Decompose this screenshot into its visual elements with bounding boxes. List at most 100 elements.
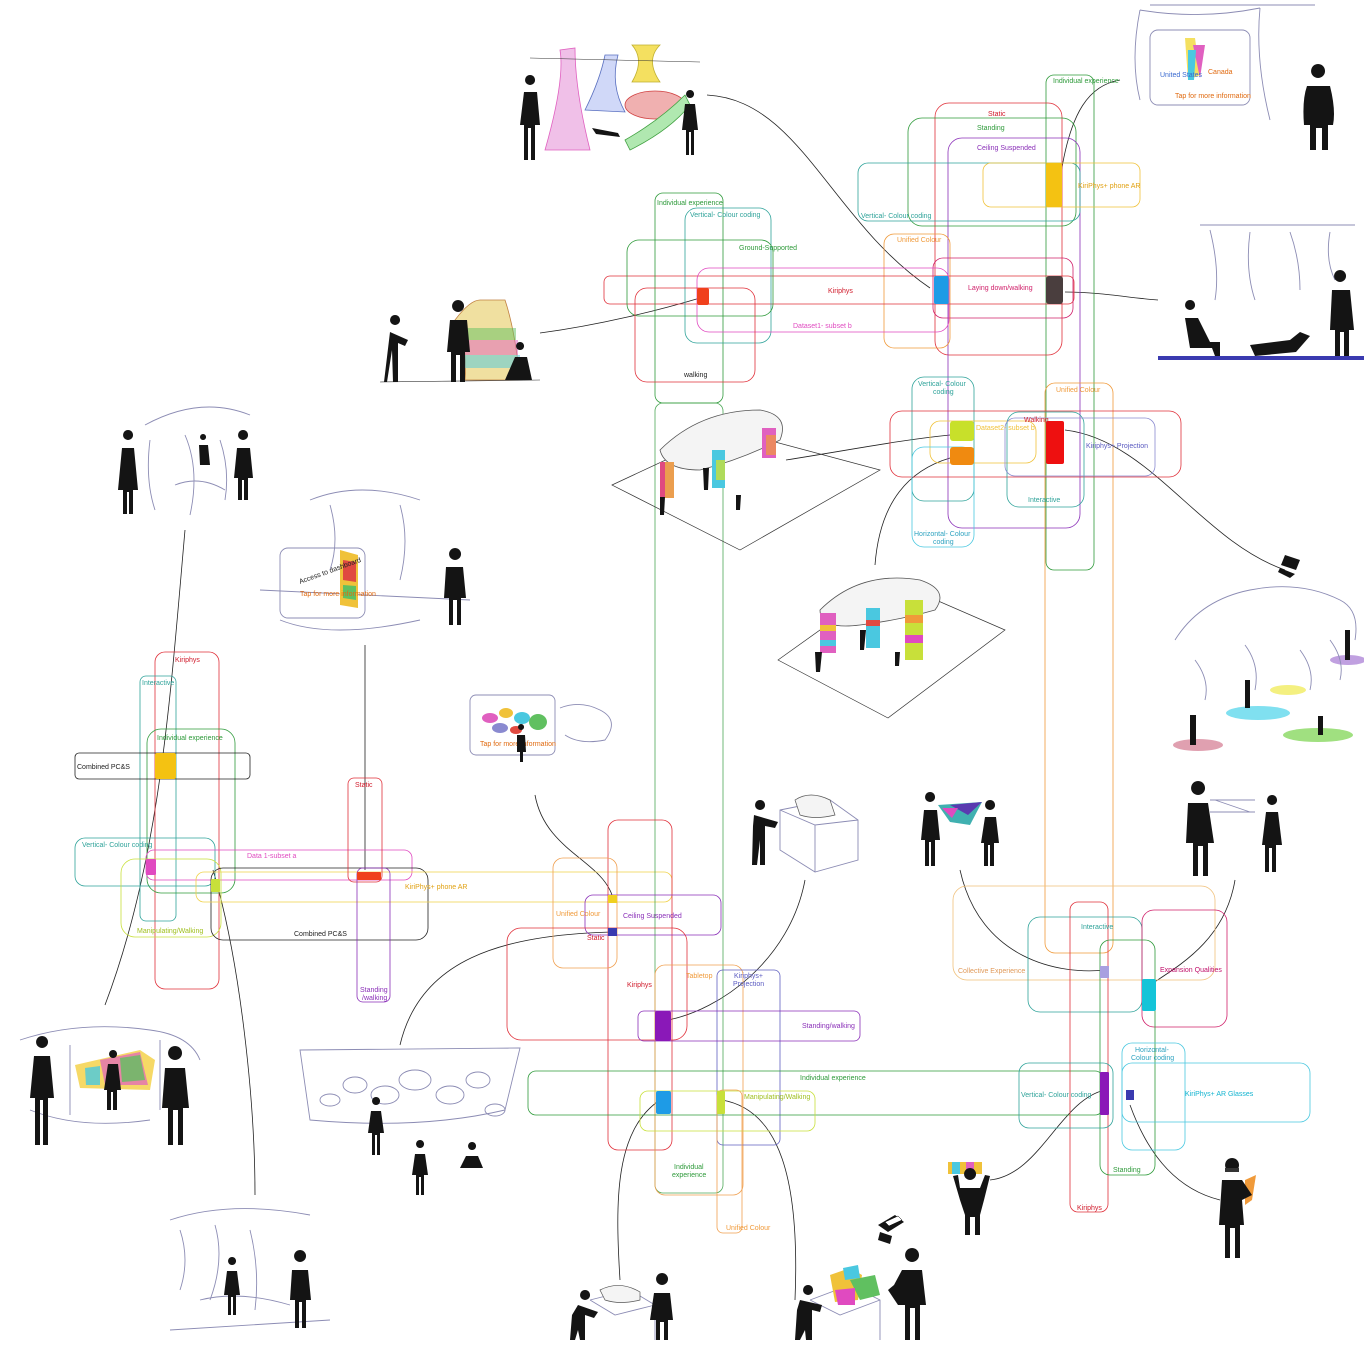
cluster-mid-right (890, 377, 1181, 953)
swatch-indigo-bottom-right (1126, 1090, 1134, 1100)
label-ground-supported-tc: Ground-Supported (739, 245, 797, 252)
swatch-yellow-bottom-center (608, 895, 617, 903)
cluster-bottom-center (507, 403, 1103, 1233)
label-manipulating-bc: Manipulating/Walking (744, 1094, 810, 1101)
label-combined-top-left: Combined PC&S (77, 764, 130, 771)
swatch-purple-bottom-right (1100, 1072, 1109, 1115)
label-walking-tc: walking (683, 372, 707, 379)
sketch-person-ar-glasses (1219, 1158, 1256, 1258)
label-standing-br: Standing (1113, 1167, 1141, 1174)
label-projection-bc-2: Projection (733, 981, 764, 988)
label-unified-colour-tr: Unified Colour (897, 237, 942, 244)
label-manipulating-left: Manipulating/Walking (137, 928, 203, 935)
label-horizontal-colour-mr-2: coding (933, 539, 954, 546)
label-vertical-colour-tr: Vertical- Colour coding (861, 213, 932, 220)
swatch-lavender-bottom-right (1100, 966, 1109, 978)
sketch-ceiling-ovals (300, 1048, 520, 1195)
label-standing-walking-bc: Standing/walking (802, 1023, 855, 1030)
label-unified-colour-bottom-bc: Unified Colour (726, 1225, 771, 1232)
swatch-yellow-top-right (1046, 163, 1062, 207)
label-static-left: Static (355, 782, 373, 789)
cluster-bottom-right (953, 886, 1310, 1212)
label-unified-colour-bc: Unified Colour (556, 911, 601, 918)
label-ceiling-suspended-bc: Ceiling Suspended (623, 913, 682, 920)
sketch-table-interaction-left (570, 1273, 673, 1340)
label-tabletop-bc: Tabletop (686, 973, 713, 980)
swatch-cyan-bottom-right (1142, 979, 1156, 1011)
sketch-person-holding-tile (948, 1162, 990, 1235)
label-individual-experience-bc-1: Individual (674, 1164, 704, 1171)
swatch-dark-top-right (1046, 276, 1063, 304)
cluster-top-right (604, 75, 1140, 570)
swatch-lime-left (211, 879, 220, 892)
sketch-suspended-forms-right (1173, 555, 1364, 751)
tablet-country-left: United States (1160, 72, 1203, 79)
label-data-left: Data 1-subset a (247, 853, 297, 860)
sketch-horizontal-columns-mid (778, 578, 1005, 718)
sketch-tablet-ar-left: Access to dashboard Tap for more informa… (260, 490, 470, 630)
swatch-purple-bottom-center (655, 1011, 671, 1041)
label-unified-colour-mr: Unified Colour (1056, 387, 1101, 394)
label-combined-bottom-left: Combined PC&S (294, 931, 347, 938)
sketch-small-tablet: Tap for more information (470, 695, 611, 762)
swatch-blue-bottom-center (656, 1091, 671, 1114)
label-vertical-colour-mr-2: coding (933, 389, 954, 396)
label-laying-walking-tr: Laying down/walking (968, 285, 1033, 292)
label-individual-experience-wide-bc: Individual experience (800, 1075, 866, 1082)
label-ceiling-suspended-tr: Ceiling Suspended (977, 145, 1036, 152)
tablet-country-right: Canada (1208, 69, 1233, 76)
label-horizontal-colour-br-1: Horizontal- (1135, 1047, 1170, 1054)
swatch-lime-mid-right (950, 421, 974, 441)
label-kiriphys-tc: Kiriphys (828, 288, 853, 295)
label-standing-walking-left-2: /walking (362, 995, 387, 1002)
swatch-yellow-left (155, 753, 176, 779)
label-standing-walking-left-1: Standing (360, 987, 388, 994)
sketch-tablet-ar-top-right: United States Canada Tap for more inform… (1135, 5, 1334, 150)
swatch-red-mid-right (1046, 421, 1064, 464)
sketch-two-people-fabric (921, 792, 999, 866)
label-projection-bc-1: Kiriphys+ (734, 973, 763, 980)
swatch-blue-top-right (934, 276, 949, 304)
label-static-tr: Static (988, 111, 1006, 118)
label-walking-mr: Walking (1024, 417, 1049, 424)
sketch-two-people-stretch (1186, 781, 1282, 876)
label-vertical-colour-mr-1: Vertical- Colour (918, 381, 967, 388)
cluster-top-center (627, 193, 949, 403)
sketch-colorful-vases-left (380, 300, 540, 382)
label-horizontal-colour-br-2: Colour coding (1131, 1055, 1174, 1062)
sketch-table-interaction-right (795, 1248, 926, 1340)
label-individual-experience-left: Individual experience (157, 735, 223, 742)
label-horizontal-colour-mr-1: Horizontal- Colour (914, 531, 971, 538)
sketch-projection-tunnel (20, 1027, 200, 1145)
swatch-lime-bottom-center (717, 1091, 725, 1114)
label-vertical-colour-tc: Vertical- Colour coding (690, 212, 761, 219)
sketch-ceiling-people-left (118, 407, 253, 515)
label-dataset-mr: Dataset2- subset b (976, 425, 1035, 432)
label-vertical-colour-left: Vertical- Colour coding (82, 842, 153, 849)
swatch-magenta-left (146, 859, 156, 875)
label-static-bc: Static (587, 935, 605, 942)
label-projection-mr: Kiriphys+ Projection (1086, 443, 1148, 450)
label-interactive-mr: Interactive (1028, 497, 1060, 504)
sketch-kiriphys-platform-center (612, 410, 880, 550)
label-phone-ar-tr: KiriPhys+ phone AR (1078, 183, 1140, 190)
sketch-colorful-vases-top (520, 45, 700, 160)
label-vertical-colour-br: Vertical- Colour coding (1021, 1092, 1092, 1099)
label-individual-experience-bc-2: experience (672, 1172, 706, 1179)
sketch-small-boxes (878, 1215, 904, 1244)
label-interactive-br: Interactive (1081, 924, 1113, 931)
swatch-indigo-bottom-center (608, 928, 617, 936)
label-collective-br: Collective Experience (958, 968, 1025, 975)
swatch-orange-mid-right (950, 447, 974, 465)
label-interactive-left: Interactive (142, 680, 174, 687)
tablet-hint-top: Tap for more information (1175, 93, 1251, 100)
label-ar-glasses-br: KiriPhys+ AR Glasses (1185, 1091, 1254, 1098)
label-kiriphys-br: Kiriphys (1077, 1205, 1102, 1212)
swatch-red-top-center (697, 288, 709, 305)
label-standing-tr: Standing (977, 125, 1005, 132)
tablet-mid-hint2: Tap for more information (300, 591, 376, 598)
swatch-red-left (357, 872, 381, 880)
label-phone-ar-left: KiriPhys+ phone AR (405, 884, 467, 891)
label-kiriphys-left: Kiriphys (175, 657, 200, 664)
